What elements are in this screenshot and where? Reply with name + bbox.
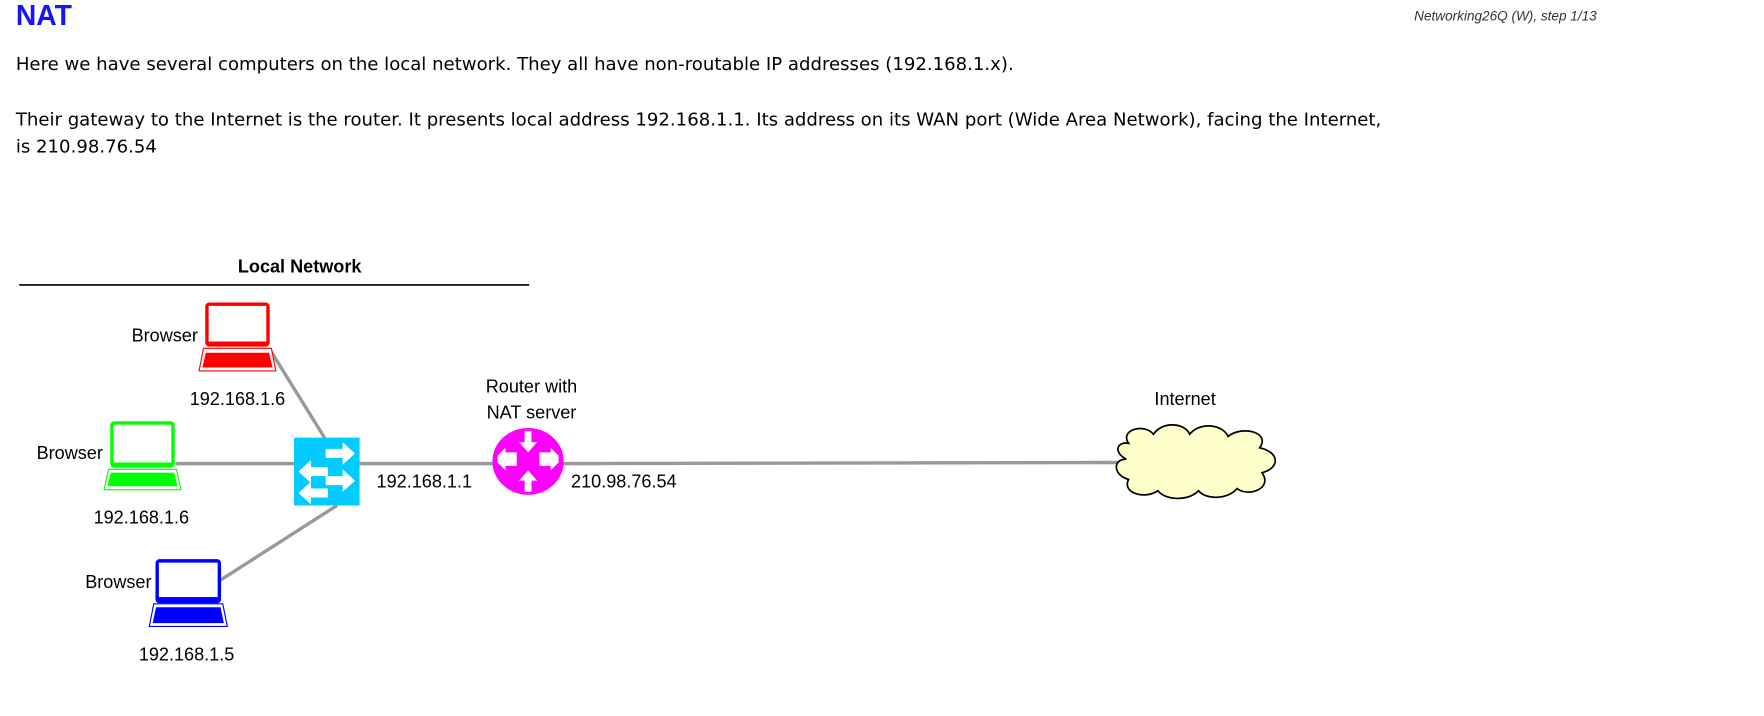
internet-cloud-icon [1115, 424, 1277, 500]
link-blue-switch [219, 504, 338, 582]
computer-3-ip: 192.168.1.5 [139, 644, 235, 664]
router-icon [492, 428, 564, 495]
laptop-blue-icon [148, 559, 228, 628]
computer-3-label: Browser [85, 572, 151, 592]
gateway-paragraph: Their gateway to the Internet is the rou… [15, 108, 1382, 158]
computer-1-label: Browser [132, 326, 198, 346]
switch-icon [294, 437, 360, 506]
laptop-green-icon [103, 421, 182, 491]
page-title: NAT [15, 0, 72, 32]
router-label-line1: Router with [486, 376, 577, 396]
local-network-label: Local Network [238, 257, 363, 277]
link-red-switch [267, 347, 330, 445]
computer-1-ip: 192.168.1.6 [190, 389, 286, 409]
link-router-internet [562, 460, 1120, 466]
computer-2-ip: 192.168.1.6 [94, 508, 190, 528]
step-indicator: Networking26Q (W), step 1/13 [1414, 7, 1597, 24]
router-label-line2: NAT server [487, 402, 577, 422]
connections [175, 347, 1120, 582]
router-lan-ip: 192.168.1.1 [377, 471, 473, 491]
router-wan-ip: 210.98.76.54 [571, 471, 677, 491]
intro-paragraph: Here we have several computers on the lo… [15, 53, 1014, 75]
laptop-red-icon [198, 302, 277, 372]
internet-label: Internet [1154, 389, 1215, 409]
computer-2-label: Browser [37, 443, 103, 463]
